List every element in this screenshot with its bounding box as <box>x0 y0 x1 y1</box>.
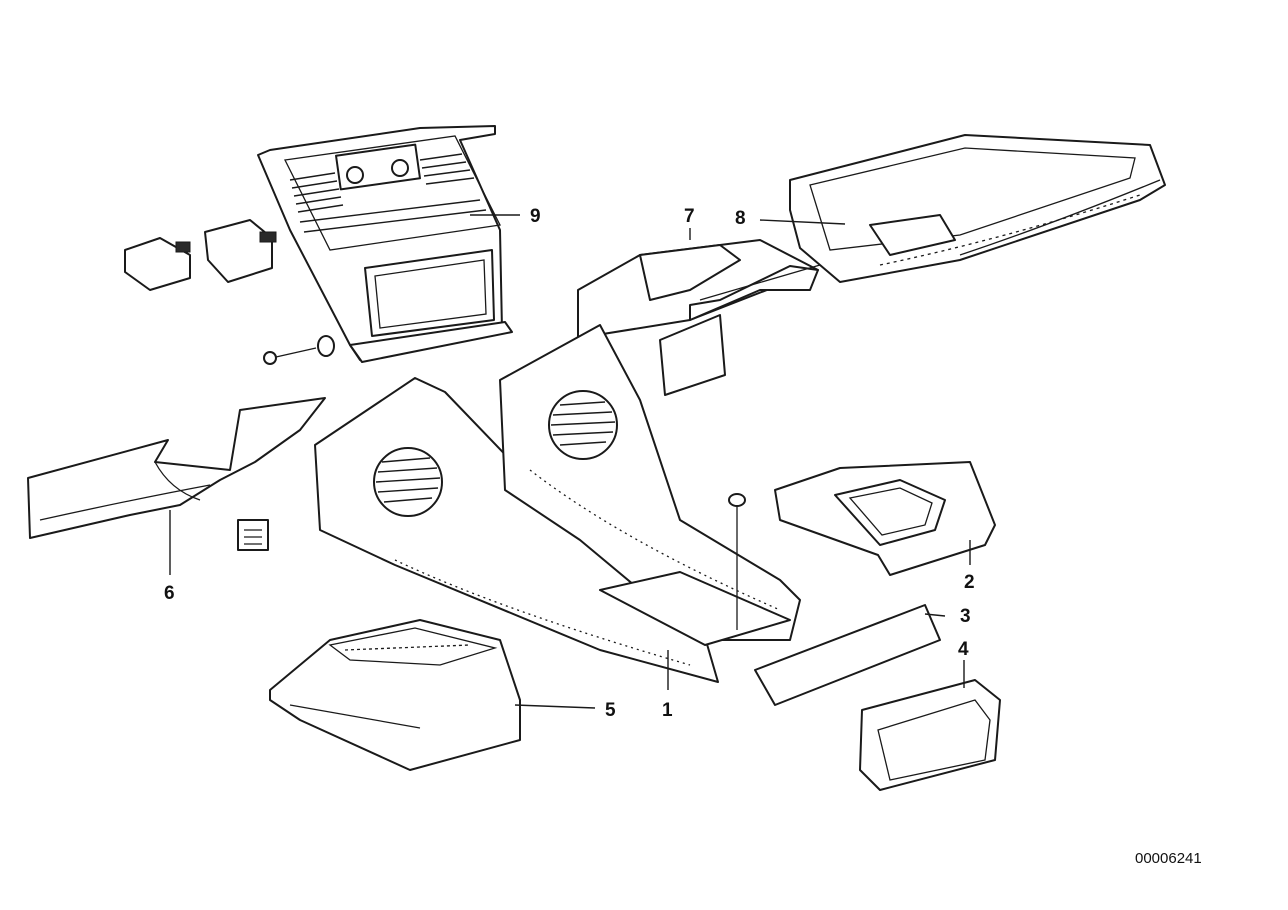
leader-5 <box>514 704 596 709</box>
callout-3: 3 <box>960 606 971 627</box>
part-4-ashtray <box>859 679 1001 791</box>
label-plate <box>237 519 269 551</box>
leader-3 <box>924 613 946 617</box>
callout-6: 6 <box>164 583 175 604</box>
leader-8 <box>759 219 846 225</box>
callout-9: 9 <box>530 206 541 227</box>
part-3-trim-strip <box>754 604 941 706</box>
callout-8: 8 <box>735 208 746 229</box>
part-5-front-cover <box>269 619 521 771</box>
part-1-center-console <box>314 324 801 683</box>
part-9-console-panel <box>124 125 513 365</box>
callout-7: 7 <box>684 206 695 227</box>
document-number: 00006241 <box>1135 850 1202 867</box>
callout-5: 5 <box>605 700 616 721</box>
callout-2: 2 <box>964 572 975 593</box>
part-8-rear-tray <box>789 134 1166 283</box>
part-7-bracket <box>577 239 821 396</box>
part-6-side-trim <box>27 397 326 539</box>
callout-1: 1 <box>662 700 673 721</box>
callout-4: 4 <box>958 639 969 660</box>
part-2-shift-console <box>774 461 996 576</box>
